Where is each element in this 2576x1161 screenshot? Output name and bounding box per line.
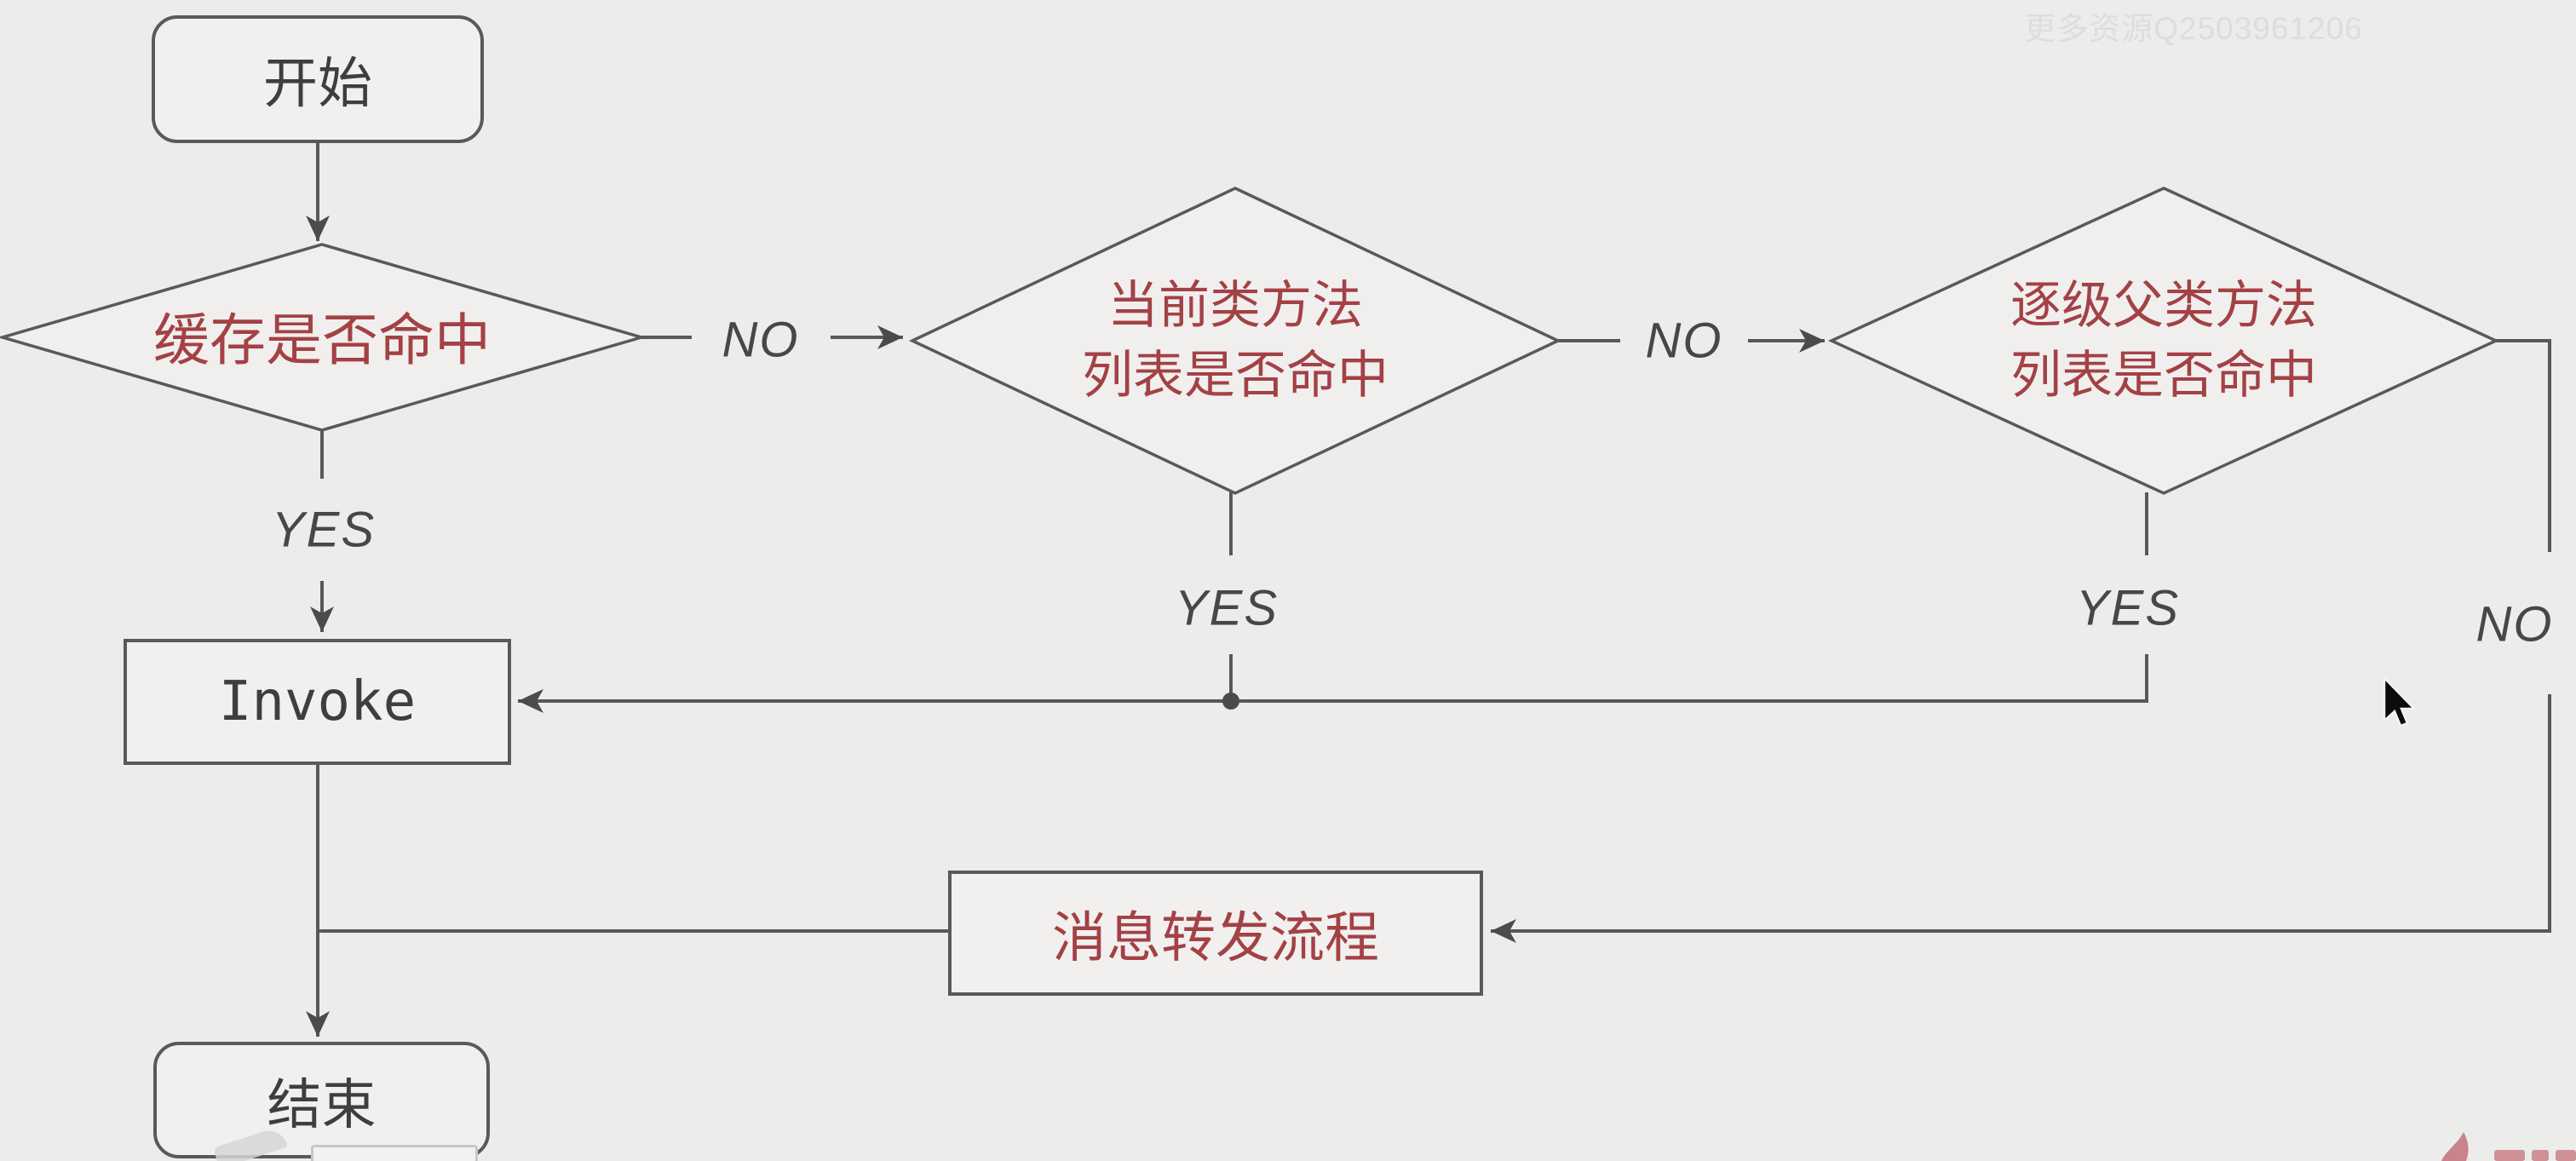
edge-label-yes-2: YES (1174, 580, 1279, 636)
decision-current-line2: 列表是否命中 (1082, 347, 1389, 404)
end-node-label: 结束 (267, 1073, 377, 1135)
decision-parent-class-list-label: 逐级父类方法 列表是否命中 (2010, 271, 2317, 411)
decision-current-line1: 当前类方法 (1107, 277, 1363, 334)
invoke-node: Invoke (124, 639, 511, 765)
decision-parent-line1: 逐级父类方法 (2010, 277, 2317, 334)
edge-label-no-3: NO (2475, 596, 2554, 652)
edge-no-to-forward (1491, 694, 2551, 943)
edge-parent-no-down-a (2496, 339, 2551, 552)
decision-parent-line2: 列表是否命中 (2010, 347, 2317, 404)
forward-node: 消息转发流程 (948, 871, 1483, 996)
edge-label-no-2: NO (1645, 313, 1723, 369)
decision-parent-class-list (1827, 187, 2500, 495)
forward-node-label: 消息转发流程 (1052, 906, 1379, 968)
tray-shape (311, 1145, 478, 1161)
junction-dot (1222, 693, 1239, 710)
edge-label-no-1: NO (722, 312, 800, 368)
end-node: 结束 (153, 1042, 490, 1158)
decision-current-class-list-label: 当前类方法 列表是否命中 (1082, 271, 1389, 411)
edge-label-yes-1: YES (271, 502, 377, 558)
edge-label-yes-3: YES (2075, 580, 2181, 636)
start-node-label: 开始 (263, 53, 372, 114)
invoke-node-label: Invoke (218, 670, 417, 733)
watermark-text: 更多资源Q2503961206 (2024, 11, 2363, 46)
decision-current-class-list (908, 187, 1562, 495)
start-node: 开始 (152, 15, 484, 143)
decision-cache-hit-label: 缓存是否命中 (153, 308, 491, 371)
edge-yes-bus-to-invoke (518, 654, 2148, 713)
